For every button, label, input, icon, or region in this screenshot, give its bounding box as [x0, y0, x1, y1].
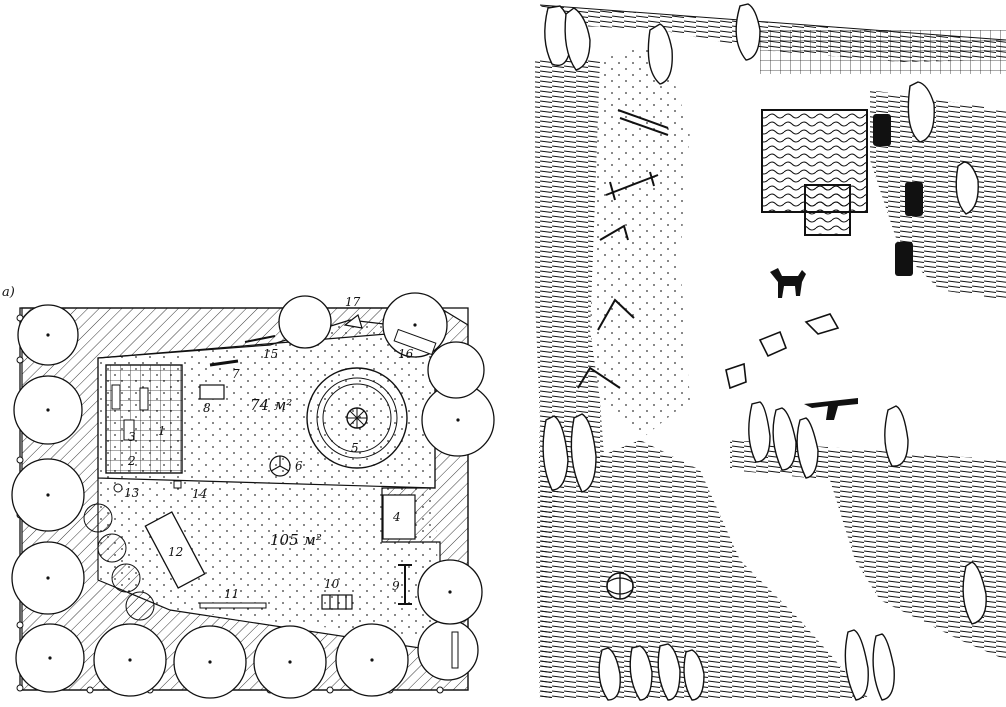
table-3: [123, 419, 135, 441]
dark-benches: [873, 114, 923, 276]
num-2: 2: [127, 454, 136, 468]
sandbox-tiled-area: [105, 364, 183, 474]
bench-7: [209, 359, 239, 367]
play-blocks: [725, 313, 840, 390]
ball: [606, 572, 634, 600]
num-15: 15: [263, 347, 278, 361]
sketch-trees: [542, 3, 987, 701]
bench-1: [139, 387, 149, 411]
bench-2: [111, 384, 121, 410]
num-16: 16: [398, 347, 414, 361]
dog-figure: [770, 268, 806, 298]
num-7: 7: [232, 367, 240, 381]
item-17: [343, 313, 363, 329]
item-13: [113, 483, 123, 493]
lower-lawn-area: [98, 478, 440, 640]
bench-15: [244, 335, 276, 343]
area-upper-label: 74 м²: [250, 396, 292, 414]
item-14: [173, 480, 182, 489]
round-pool: [306, 367, 408, 469]
path-equipment: [577, 109, 669, 389]
ladder-10: [321, 594, 353, 610]
num-11: 11: [224, 587, 239, 601]
num-10: 10: [324, 577, 340, 591]
num-17: 17: [345, 295, 361, 309]
num-5: 5: [351, 441, 359, 455]
sand-path: [590, 40, 690, 440]
airplane-figure: [804, 398, 858, 420]
item-16: [393, 328, 437, 356]
perimeter-trees: [11, 292, 495, 699]
num-9: 9: [392, 579, 400, 593]
table-8: [199, 384, 225, 400]
num-12: 12: [168, 545, 183, 559]
beam-11: [199, 602, 267, 609]
top-net-fence: [760, 30, 1006, 74]
perspective-sketch: [535, 3, 1006, 701]
bench-east: [451, 631, 459, 669]
slide-12: [144, 511, 206, 589]
shrub-row: [83, 503, 155, 621]
area-lower-label: 105 м²: [270, 531, 322, 549]
num-1: 1: [158, 424, 166, 438]
sketch-pool: [761, 109, 868, 236]
site-plan: a): [2, 285, 495, 699]
num-4: 4: [392, 510, 401, 524]
num-13: 13: [124, 486, 140, 500]
steering-wheel-6: [269, 455, 291, 477]
num-14: 14: [192, 487, 207, 501]
sandbox-4: [382, 494, 416, 540]
bar-9: [398, 564, 412, 605]
plan-label: a): [2, 285, 15, 300]
tree-centers: [46, 323, 460, 664]
num-3: 3: [128, 430, 136, 444]
num-6: 6: [295, 459, 303, 473]
number-labels: 1 2 3 4 5 6 7 8 9 10 11 12 13 14 15 16 1…: [124, 295, 414, 601]
num-8: 8: [203, 401, 211, 415]
